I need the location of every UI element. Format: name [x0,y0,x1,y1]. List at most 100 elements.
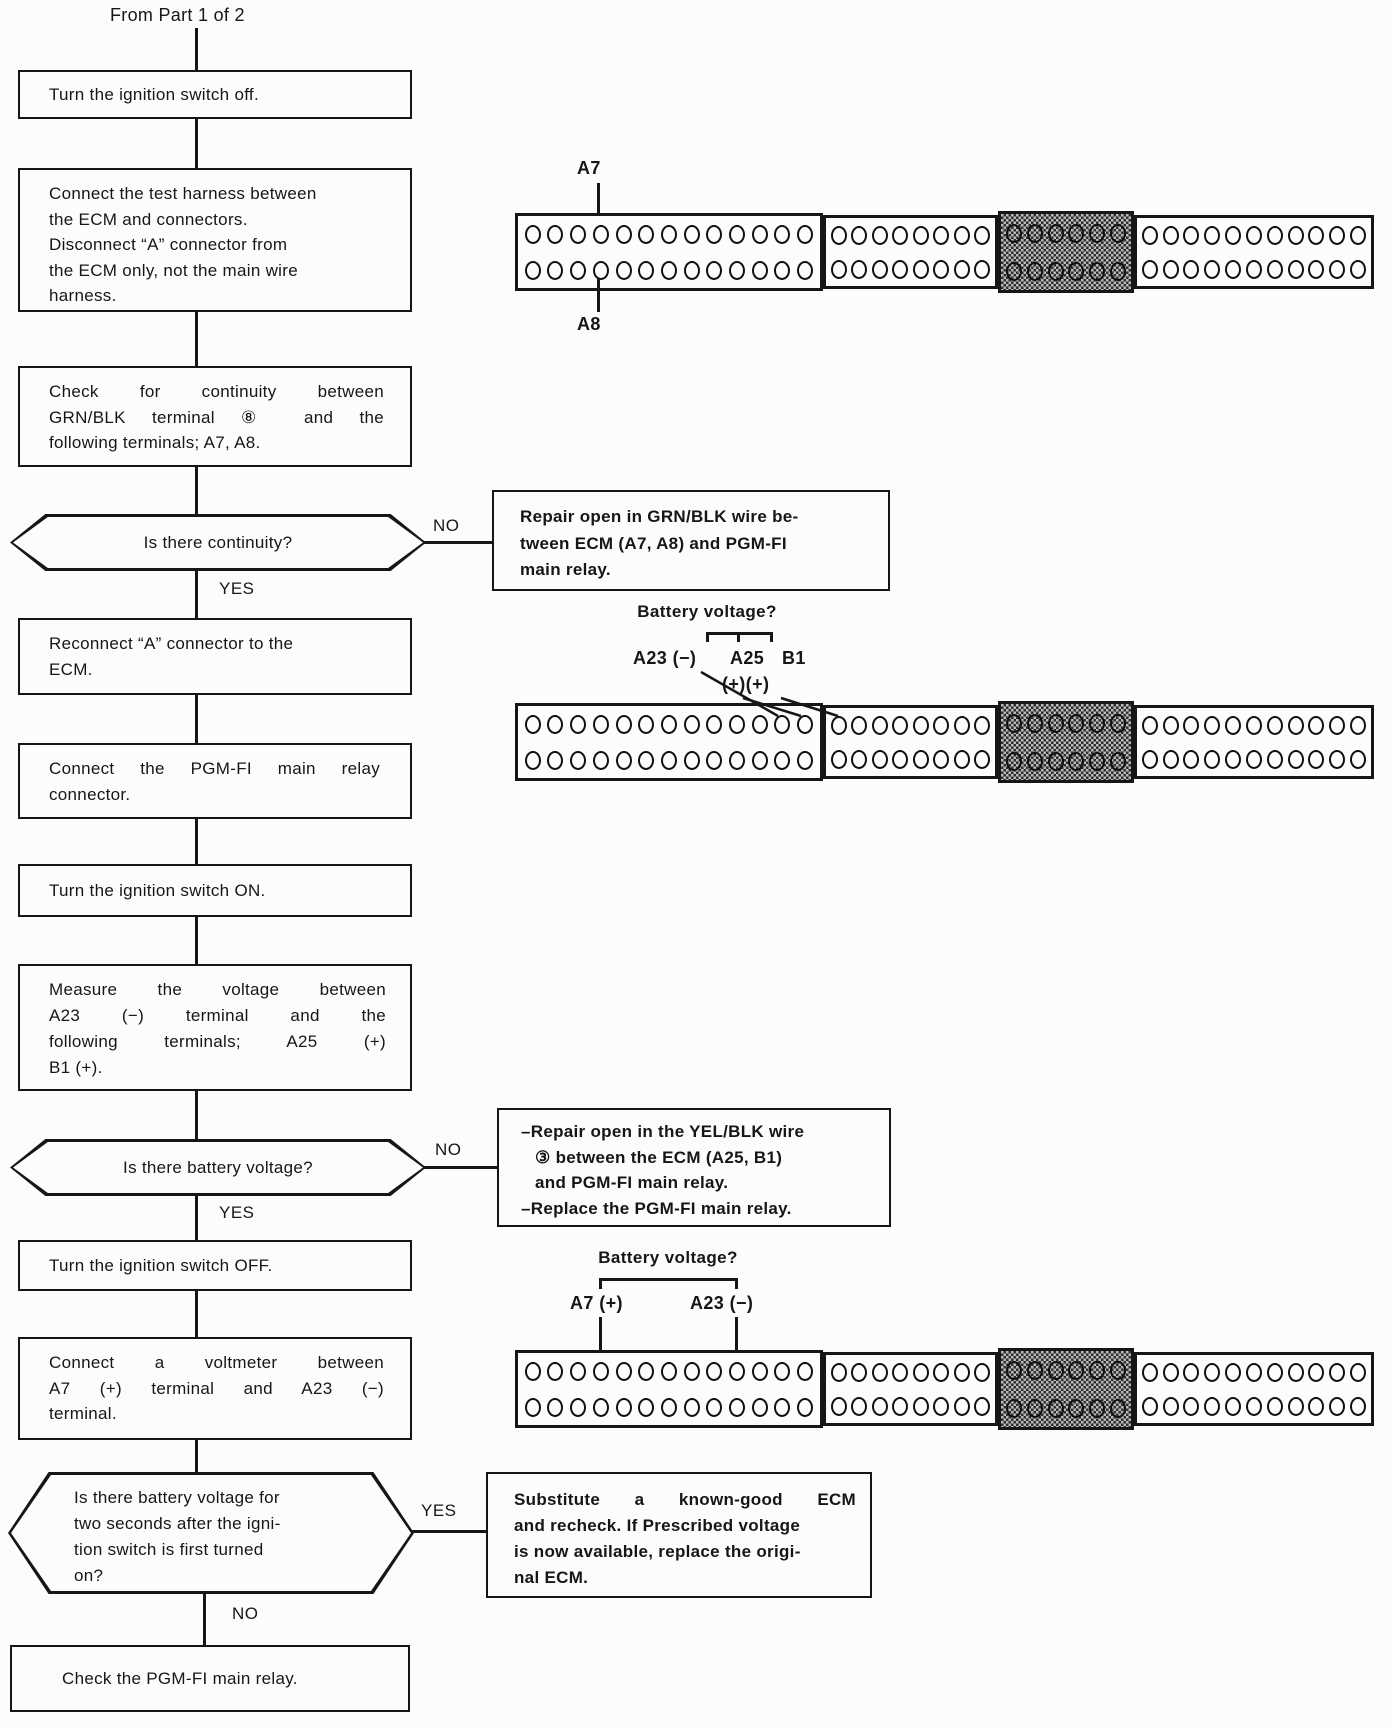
terminal-pin [751,224,768,244]
terminal-pin [974,1362,991,1382]
step-text: terminal. [49,1404,117,1423]
step-text: the ECM and connectors. [49,209,248,229]
terminal-pin [1110,223,1127,243]
connector-block [515,703,823,781]
terminal-pin [729,1397,746,1417]
terminal-pin [1225,749,1242,769]
terminal-pin [524,224,541,244]
terminal-pin [1026,1398,1043,1418]
terminal-pin [524,1361,541,1381]
terminal-pin [830,259,847,279]
flow-line [195,916,198,964]
terminal-pin [729,714,746,734]
terminal-pin [1110,1398,1127,1418]
terminal-pin [683,714,700,734]
terminal-pin [774,260,791,280]
step-check-main-relay: Check the PGM-FI main relay. [10,1645,410,1712]
terminal-pin [570,224,587,244]
step-connect-voltmeter: Connect a voltmeter between A7 (+) termi… [18,1337,412,1440]
terminal-pin [1183,749,1200,769]
action-repair-yelblk-or-replace-relay: –Repair open in the YEL/BLK wire ③ betwe… [497,1108,891,1227]
pin-leader-line [597,183,600,227]
step-turn-ignition-off-2: Turn the ignition switch OFF. [18,1240,412,1291]
terminal-pin [974,1396,991,1416]
terminal-pin [660,260,677,280]
terminal-pin [683,1361,700,1381]
terminal-pin [1047,713,1064,733]
terminal-pin [892,225,909,245]
terminal-pin [1287,259,1304,279]
flow-line [195,570,198,618]
decision-is-there-battery-voltage: Is there battery voltage? [10,1139,426,1196]
terminal-pin [1110,1360,1127,1380]
terminal-pin [1245,1396,1262,1416]
terminal-pin [851,259,868,279]
terminal-pin [1089,1360,1106,1380]
connector-block [1134,705,1374,779]
terminal-pin [1308,715,1325,735]
terminal-pin [1141,225,1158,245]
terminal-pin [974,225,991,245]
flow-line [195,119,198,168]
connector-block [823,215,998,289]
terminal-pin [974,715,991,735]
terminal-pin [638,224,655,244]
flow-line [203,1593,206,1645]
terminal-pin [933,225,950,245]
terminal-pin [660,224,677,244]
terminal-pin [1329,1396,1346,1416]
terminal-pin [797,1397,814,1417]
terminal-pin [1183,1362,1200,1382]
terminal-pin [547,224,564,244]
terminal-pin [524,714,541,734]
terminal-pin [933,749,950,769]
terminal-pin [1287,225,1304,245]
terminal-pin [1183,1396,1200,1416]
measure-bracket-tick [737,632,740,642]
branch-line-no1 [424,541,492,544]
yes-label: YES [219,1203,255,1222]
terminal-pin [1350,715,1367,735]
measure-bracket-tick [735,1278,738,1289]
terminal-pin [1089,223,1106,243]
terminal-pin [638,714,655,734]
measure-bracket-tick [770,632,773,642]
connector-block-shaded [998,211,1134,293]
step-text: Measure the voltage between [49,980,386,999]
terminal-pin [592,1397,609,1417]
terminal-pin [1266,1396,1283,1416]
terminal-pin [706,750,723,770]
terminal-pin [953,1396,970,1416]
terminal-pin [851,749,868,769]
terminal-pin [1183,225,1200,245]
terminal-pin [1089,713,1106,733]
pin-label-a23: A23 (−) [633,648,697,668]
terminal-pin [1245,715,1262,735]
step-text: harness. [49,286,117,305]
terminal-pin [1026,713,1043,733]
terminal-pin [1005,261,1022,281]
step-check-continuity: Check for continuity between GRN/BLK ter… [18,366,412,467]
terminal-pin [1287,1362,1304,1382]
terminal-pin [1068,751,1085,771]
terminal-pin [933,715,950,735]
terminal-pin [953,715,970,735]
terminal-pin [912,715,929,735]
terminal-pin [830,225,847,245]
terminal-pin [1162,259,1179,279]
terminal-pin [974,259,991,279]
terminal-pin [524,260,541,280]
terminal-pin [1266,749,1283,769]
terminal-pin [851,225,868,245]
terminal-pin [1068,223,1085,243]
terminal-pin [892,1362,909,1382]
step-text: following terminals; A25 (+) [49,1032,386,1051]
terminal-pin [592,260,609,280]
step-text: GRN/BLK terminal ⑧ and the [49,407,384,427]
terminal-pin [1308,749,1325,769]
flow-line [195,311,198,367]
terminal-pin [1047,1398,1064,1418]
terminal-pin [547,750,564,770]
terminal-pin [1350,225,1367,245]
terminal-pin [1245,1362,1262,1382]
